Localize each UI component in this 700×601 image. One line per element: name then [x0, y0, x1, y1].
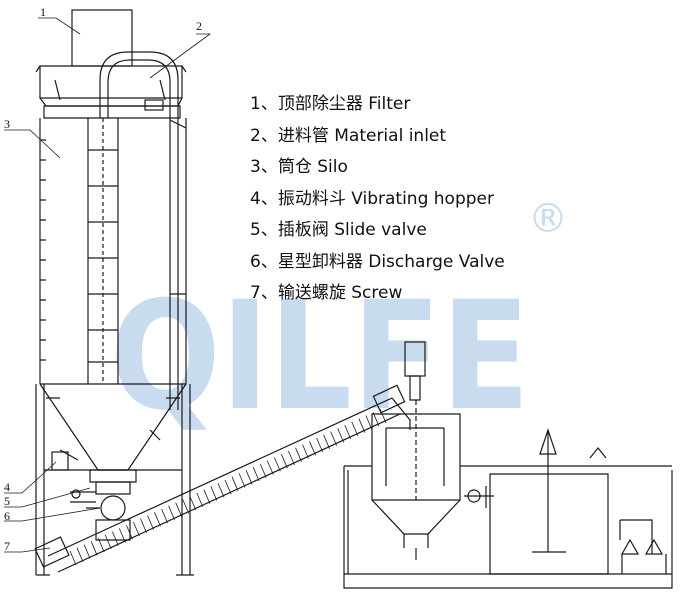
callout-6: 6 — [4, 509, 10, 523]
legend-en: Filter — [368, 94, 411, 114]
legend-zh: 进料管 — [277, 125, 329, 146]
mixing-tank — [371, 341, 494, 560]
legend-zh: 星型卸料器 — [277, 251, 363, 272]
legend-number: 1、 — [250, 94, 278, 114]
silo-body — [35, 118, 194, 576]
legend-item: 3、筒仓 Silo — [250, 156, 505, 188]
legend-number: 4、 — [250, 188, 278, 209]
legend-en: Silo — [317, 157, 348, 177]
line-art — [4, 9, 673, 589]
screw-conveyor — [34, 384, 411, 573]
skid-frame — [343, 428, 673, 589]
legend-item: 1、顶部除尘器 Filter — [250, 93, 505, 125]
legend-en: Discharge Valve — [368, 251, 505, 272]
legend-number: 6、 — [250, 251, 278, 272]
callout-1: 1 — [40, 5, 46, 19]
legend-item: 6、星型卸料器 Discharge Valve — [250, 251, 505, 283]
legend-item: 7、输送螺旋 Screw — [250, 282, 505, 314]
legend-number: 7、 — [250, 283, 278, 303]
discharge-assembly — [51, 451, 137, 541]
watermark: QILFE ® — [110, 196, 568, 444]
watermark-registered-mark: ® — [528, 196, 568, 242]
component-legend: 1、顶部除尘器 Filter 2、进料管 Material inlet 3、筒仓… — [250, 93, 505, 314]
legend-en: Screw — [351, 283, 403, 303]
legend-zh: 插板阀 — [277, 220, 329, 240]
legend-number: 3、 — [250, 157, 278, 177]
legend-item: 2、进料管 Material inlet — [250, 125, 505, 157]
callout-leaders — [4, 17, 212, 553]
legend-item: 4、振动料斗 Vibrating hopper — [250, 188, 505, 220]
callout-2: 2 — [196, 19, 202, 33]
legend-number: 5、 — [250, 220, 278, 240]
material-inlet-pipe — [99, 51, 187, 410]
callout-3: 3 — [4, 117, 10, 131]
callout-7: 7 — [4, 539, 10, 553]
legend-zh: 振动料斗 — [277, 188, 346, 209]
callout-4: 4 — [4, 480, 10, 494]
top-dust-filter — [35, 9, 187, 119]
legend-zh: 顶部除尘器 — [277, 94, 363, 114]
legend-en: Slide valve — [334, 220, 427, 240]
legend-zh: 筒仓 — [277, 157, 312, 177]
callout-labels: 1 2 3 4 5 6 7 — [4, 5, 202, 553]
legend-item: 5、插板阀 Slide valve — [250, 219, 505, 251]
legend-zh: 输送螺旋 — [277, 283, 346, 303]
legend-number: 2、 — [250, 125, 278, 146]
legend-en: Material inlet — [334, 125, 447, 146]
callout-5: 5 — [4, 494, 10, 508]
legend-en: Vibrating hopper — [351, 188, 494, 209]
